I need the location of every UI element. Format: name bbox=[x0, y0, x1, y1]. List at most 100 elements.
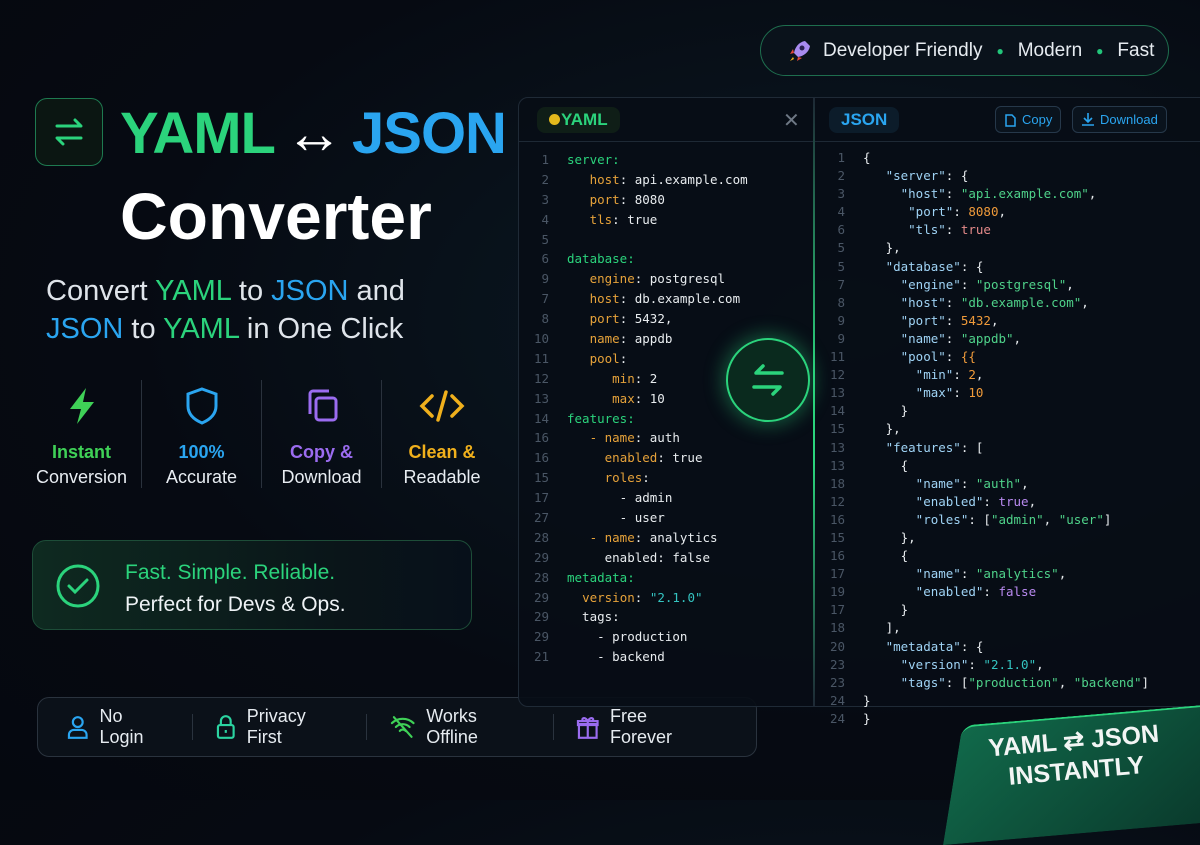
code-line: 28 - name: analytics bbox=[519, 528, 748, 548]
code-token: : 2 bbox=[634, 370, 658, 386]
code-token: "tls" bbox=[863, 222, 946, 238]
code-line: 20 "metadata": { bbox=[815, 638, 1149, 656]
line-number: 3 bbox=[837, 186, 845, 202]
code-token bbox=[567, 470, 605, 485]
benefit-offline: Works Offline bbox=[389, 706, 555, 747]
code-token: } bbox=[863, 710, 871, 726]
code-token: , bbox=[1081, 294, 1089, 310]
line-number: 17 bbox=[829, 602, 845, 618]
code-token: { bbox=[863, 457, 909, 473]
code-token: true bbox=[960, 222, 991, 238]
code-token: port bbox=[589, 191, 620, 207]
code-line: 23 "version": "2.1.0", bbox=[815, 656, 1149, 674]
gift-icon bbox=[577, 717, 600, 739]
benefit-label: No Login bbox=[99, 706, 144, 747]
json-output[interactable]: 1{2 "server": {3 "host": "api.example.co… bbox=[815, 149, 1149, 728]
editor-header: YAML ✕ JSON Copy Download bbox=[519, 98, 1200, 142]
line-number: 16 bbox=[533, 450, 549, 466]
code-token bbox=[567, 291, 590, 306]
line-number: 5 bbox=[837, 240, 845, 256]
feature-subtitle: Download bbox=[281, 467, 362, 487]
code-token: : analytics bbox=[634, 529, 718, 545]
feature-copy-download: Copy &Download bbox=[262, 380, 382, 488]
separator-dot: ● bbox=[1096, 43, 1104, 58]
rocket-icon bbox=[790, 40, 810, 61]
code-token: : true bbox=[612, 211, 658, 227]
code-token: "name" bbox=[863, 566, 961, 582]
tab-json[interactable]: JSON bbox=[829, 107, 900, 133]
code-token: : bbox=[945, 222, 961, 238]
code-token: { bbox=[863, 150, 871, 165]
code-token: host bbox=[589, 291, 620, 307]
badge-item: Fast bbox=[1117, 39, 1155, 61]
code-token: : bbox=[634, 589, 650, 605]
code-line: 8 "host": "db.example.com", bbox=[815, 294, 1149, 312]
page-title: YAML↔JSON bbox=[120, 101, 507, 166]
code-token: : 10 bbox=[634, 390, 665, 406]
code-token: - production bbox=[567, 629, 688, 645]
benefit-label: Free Forever bbox=[610, 706, 673, 747]
code-token bbox=[567, 331, 590, 346]
code-token: }, bbox=[863, 421, 901, 437]
feature-subtitle: Accurate bbox=[165, 467, 238, 487]
code-token: : [ bbox=[945, 674, 969, 690]
code-token: : { bbox=[960, 638, 984, 654]
tab-label: YAML bbox=[561, 110, 608, 129]
reliability-card: Fast. Simple. Reliable. Perfect for Devs… bbox=[32, 540, 472, 630]
code-line: 13 "features": [ bbox=[815, 439, 1149, 457]
code-token: - name bbox=[567, 529, 635, 545]
convert-button[interactable] bbox=[726, 338, 810, 422]
wifi-off-icon bbox=[390, 716, 415, 738]
code-token: , bbox=[1088, 186, 1097, 202]
swap-arrows-icon bbox=[752, 364, 784, 396]
line-number: 8 bbox=[541, 311, 549, 327]
tab-yaml[interactable]: YAML bbox=[537, 107, 620, 133]
code-token: , bbox=[1021, 475, 1029, 491]
code-token: : bbox=[945, 186, 961, 202]
line-number: 15 bbox=[829, 421, 845, 437]
line-number: 13 bbox=[829, 457, 845, 473]
code-token: ] bbox=[1141, 674, 1150, 690]
code-token: }, bbox=[863, 529, 916, 545]
code-token: : bbox=[953, 367, 969, 383]
line-number: 12 bbox=[533, 370, 549, 386]
code-token: "server" bbox=[863, 168, 946, 184]
code-line: 12 "enabled": true, bbox=[815, 493, 1149, 511]
code-token: : bbox=[968, 656, 984, 672]
code-line: 16 enabled: true bbox=[519, 448, 748, 468]
code-token: }, bbox=[863, 240, 901, 256]
code-token: engine bbox=[589, 271, 635, 287]
code-token: 10 bbox=[968, 385, 984, 401]
line-number: 29 bbox=[533, 609, 549, 625]
code-line: 18 ], bbox=[815, 619, 1149, 637]
code-token: : bbox=[945, 312, 961, 328]
code-token: "features" bbox=[863, 439, 961, 455]
close-icon[interactable]: ✕ bbox=[783, 110, 800, 132]
line-number: 9 bbox=[837, 312, 845, 328]
code-line: 16 "roles": ["admin", "user"] bbox=[815, 511, 1149, 529]
badge-item: Modern bbox=[1017, 39, 1083, 61]
code-token: "db.example.com" bbox=[960, 294, 1082, 310]
code-token: , bbox=[1066, 276, 1074, 292]
download-button[interactable]: Download bbox=[1072, 106, 1167, 133]
code-line: 10 name: appdb bbox=[519, 329, 748, 349]
copy-button[interactable]: Copy bbox=[995, 106, 1062, 133]
line-number: 17 bbox=[829, 566, 845, 582]
line-number: 9 bbox=[837, 330, 845, 346]
code-token: "postgresql" bbox=[975, 276, 1067, 292]
badge-item: Developer Friendly bbox=[823, 39, 983, 61]
subtitle: Convert YAML to JSON and JSON to YAML in… bbox=[46, 275, 405, 345]
code-token: : auth bbox=[634, 430, 680, 446]
code-line: 9 "port": 5432, bbox=[815, 312, 1149, 330]
code-token: "host" bbox=[863, 294, 946, 310]
code-token: "user" bbox=[1058, 511, 1104, 527]
code-token: } bbox=[863, 403, 909, 419]
line-number: 23 bbox=[829, 674, 845, 690]
line-number: 23 bbox=[829, 656, 845, 672]
code-token: : true bbox=[657, 450, 703, 466]
code-token: : bbox=[953, 385, 969, 401]
